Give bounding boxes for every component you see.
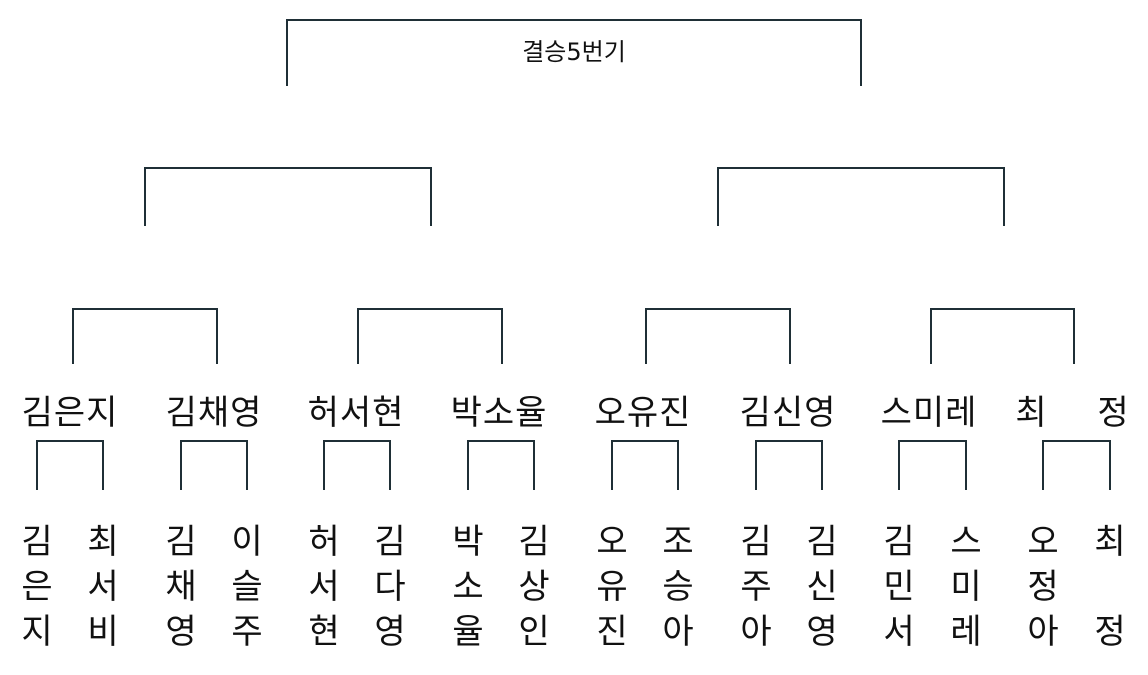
first-round-player: 김 채 영	[161, 520, 201, 655]
name-char: 주	[740, 567, 772, 607]
first-round-bracket	[1042, 440, 1111, 490]
quarterfinal-bracket	[645, 308, 791, 364]
quarterfinal-bracket	[930, 308, 1075, 364]
name-char: 주	[231, 612, 263, 652]
name-char: 스	[950, 522, 982, 562]
first-round-player: 김 상 인	[514, 520, 554, 655]
quarterfinal-bracket	[72, 308, 218, 364]
name-char: 레	[950, 612, 982, 652]
name-char: 다	[374, 567, 406, 607]
first-round-bracket	[467, 440, 535, 490]
name-char: 허	[308, 522, 340, 562]
round16-player: 최 정	[1015, 393, 1148, 433]
name-char: 최	[1094, 522, 1126, 562]
name-char: 은	[21, 567, 53, 607]
name-char: 박	[452, 522, 484, 562]
name-char: 오	[596, 522, 628, 562]
first-round-player: 오 유 진	[592, 520, 632, 655]
first-round-bracket	[611, 440, 679, 490]
name-char: 아	[1027, 612, 1059, 652]
first-round-player: 박 소 율	[448, 520, 488, 655]
first-round-player: 최 서 비	[83, 520, 123, 655]
first-round-bracket	[898, 440, 967, 490]
name-char: 서	[87, 567, 119, 607]
name-char: 이	[231, 522, 263, 562]
name-char: 미	[950, 567, 982, 607]
name-char: 지	[21, 612, 53, 652]
name-char: 신	[806, 567, 838, 607]
round16-player: 김신영	[739, 393, 837, 433]
name-char: 아	[740, 612, 772, 652]
name-char: 김	[21, 522, 53, 562]
name-char: 정	[1094, 612, 1126, 652]
name-char: 비	[87, 612, 119, 652]
name-char: 김	[740, 522, 772, 562]
round16-player: 박소율	[450, 393, 548, 433]
final-bracket	[286, 19, 862, 86]
name-char: 조	[662, 522, 694, 562]
first-round-bracket	[323, 440, 391, 490]
first-round-player: 최 정	[1090, 520, 1130, 655]
name-char: 김	[806, 522, 838, 562]
semifinal-bracket-left	[144, 167, 432, 226]
first-round-player: 김 다 영	[370, 520, 410, 655]
first-round-bracket	[36, 440, 104, 490]
name-char: 승	[662, 567, 694, 607]
name-char: 민	[883, 567, 915, 607]
name-char: 서	[308, 567, 340, 607]
semifinal-bracket-right	[717, 167, 1005, 226]
final-label: 결승5번기	[522, 38, 626, 66]
first-round-player: 허 서 현	[304, 520, 344, 655]
name-char: 영	[165, 612, 197, 652]
name-char: 김	[883, 522, 915, 562]
round16-player: 김채영	[165, 393, 263, 433]
name-char: 아	[662, 612, 694, 652]
first-round-player: 김 민 서	[879, 520, 919, 655]
first-round-player: 이 슬 주	[227, 520, 267, 655]
first-round-player: 스 미 레	[946, 520, 986, 655]
name-char: 최	[87, 522, 119, 562]
first-round-player: 김 신 영	[802, 520, 842, 655]
name-char: 김	[165, 522, 197, 562]
round16-player: 김은지	[21, 393, 119, 433]
round16-player: 스미레	[880, 393, 978, 433]
name-char: 현	[308, 612, 340, 652]
name-char: 채	[165, 567, 197, 607]
name-char: 김	[518, 522, 550, 562]
round16-player: 오유진	[594, 393, 692, 433]
name-char: 오	[1027, 522, 1059, 562]
name-char: 영	[374, 612, 406, 652]
name-char: 슬	[231, 567, 263, 607]
quarterfinal-bracket	[357, 308, 503, 364]
first-round-player: 오 정 아	[1023, 520, 1063, 655]
first-round-player: 조 승 아	[658, 520, 698, 655]
name-char: 유	[596, 567, 628, 607]
name-char: 소	[452, 567, 484, 607]
name-char: 진	[596, 612, 628, 652]
first-round-bracket	[180, 440, 248, 490]
round16-player: 허서현	[307, 393, 405, 433]
name-char: 영	[806, 612, 838, 652]
name-char: 상	[518, 567, 550, 607]
name-char: 서	[883, 612, 915, 652]
first-round-player: 김 주 아	[736, 520, 776, 655]
name-char: 인	[518, 612, 550, 652]
first-round-bracket	[755, 440, 823, 490]
name-char: 정	[1027, 567, 1059, 607]
first-round-player: 김 은 지	[17, 520, 57, 655]
name-char: 김	[374, 522, 406, 562]
name-char: 율	[452, 612, 484, 652]
